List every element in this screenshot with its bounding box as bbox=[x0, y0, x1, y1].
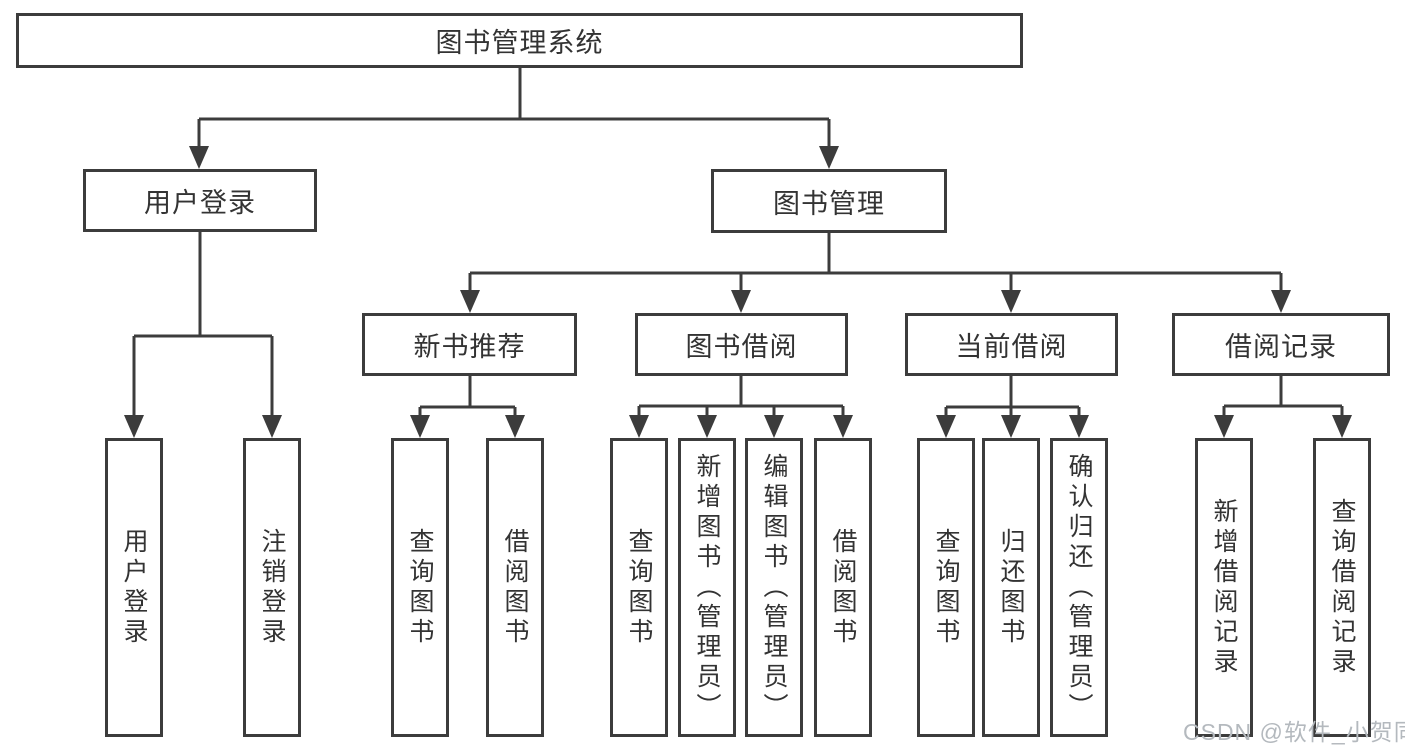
leaf-confirm-return-admin: 确认归还（管理员） bbox=[1050, 438, 1108, 737]
node-book-management: 图书管理 bbox=[711, 169, 947, 233]
leaf-add-borrow-record: 新增借阅记录 bbox=[1195, 438, 1253, 737]
leaf-query-books-current: 查询图书 bbox=[917, 438, 975, 737]
csdn-watermark: CSDN @软件_小贺同学 bbox=[1183, 719, 1405, 745]
leaf-borrow-books: 借阅图书 bbox=[814, 438, 872, 737]
node-new-book-recommend-label: 新书推荐 bbox=[413, 332, 526, 362]
connector-new-book-split bbox=[418, 376, 517, 417]
connector-current-borrow-split bbox=[944, 376, 1081, 417]
node-user-login: 用户登录 bbox=[83, 169, 317, 232]
connector-book-management-split bbox=[468, 232, 1283, 292]
leaf-return-books-label: 归还图书 bbox=[997, 527, 1025, 648]
leaf-add-books-admin: 新增图书（管理员） bbox=[678, 438, 736, 737]
leaf-add-borrow-record-label: 新增借阅记录 bbox=[1210, 497, 1238, 678]
leaf-borrow-books-label: 借阅图书 bbox=[829, 527, 857, 648]
node-borrow-record: 借阅记录 bbox=[1172, 313, 1390, 376]
node-current-borrow: 当前借阅 bbox=[905, 313, 1118, 376]
leaf-user-login-label: 用户登录 bbox=[120, 527, 148, 648]
leaf-query-books-borrow-label: 查询图书 bbox=[625, 527, 653, 648]
leaf-query-borrow-record: 查询借阅记录 bbox=[1313, 438, 1371, 737]
node-book-management-label: 图书管理 bbox=[773, 188, 885, 219]
connector-user-login-split bbox=[132, 232, 274, 417]
leaf-query-books-borrow: 查询图书 bbox=[610, 438, 668, 737]
leaf-query-books-current-label: 查询图书 bbox=[932, 527, 960, 648]
leaf-add-books-admin-label: 新增图书（管理员） bbox=[693, 452, 721, 723]
node-root: 图书管理系统 bbox=[16, 13, 1023, 68]
connector-root-split bbox=[197, 68, 831, 148]
leaf-edit-books-admin: 编辑图书（管理员） bbox=[745, 438, 803, 737]
node-user-login-label: 用户登录 bbox=[144, 188, 256, 218]
node-book-borrow: 图书借阅 bbox=[635, 313, 848, 376]
node-current-borrow-label: 当前借阅 bbox=[955, 332, 1068, 362]
leaf-user-login: 用户登录 bbox=[105, 438, 163, 737]
node-new-book-recommend: 新书推荐 bbox=[362, 313, 577, 376]
node-root-label: 图书管理系统 bbox=[435, 28, 604, 58]
leaf-query-books-recommend-label: 查询图书 bbox=[406, 527, 434, 648]
leaf-confirm-return-admin-label: 确认归还（管理员） bbox=[1065, 452, 1093, 723]
leaf-borrow-books-recommend-label: 借阅图书 bbox=[501, 527, 529, 648]
connector-borrow-record-split bbox=[1222, 376, 1344, 417]
leaf-query-books-recommend: 查询图书 bbox=[391, 438, 449, 737]
leaf-edit-books-admin-label: 编辑图书（管理员） bbox=[760, 452, 788, 723]
leaf-logout-label: 注销登录 bbox=[258, 527, 286, 648]
connector-book-borrow-split bbox=[637, 376, 845, 417]
node-borrow-record-label: 借阅记录 bbox=[1225, 332, 1337, 362]
leaf-borrow-books-recommend: 借阅图书 bbox=[486, 438, 544, 737]
leaf-logout: 注销登录 bbox=[243, 438, 301, 737]
node-book-borrow-label: 图书借阅 bbox=[685, 332, 798, 362]
leaf-query-borrow-record-label: 查询借阅记录 bbox=[1328, 497, 1356, 678]
leaf-return-books: 归还图书 bbox=[982, 438, 1040, 737]
